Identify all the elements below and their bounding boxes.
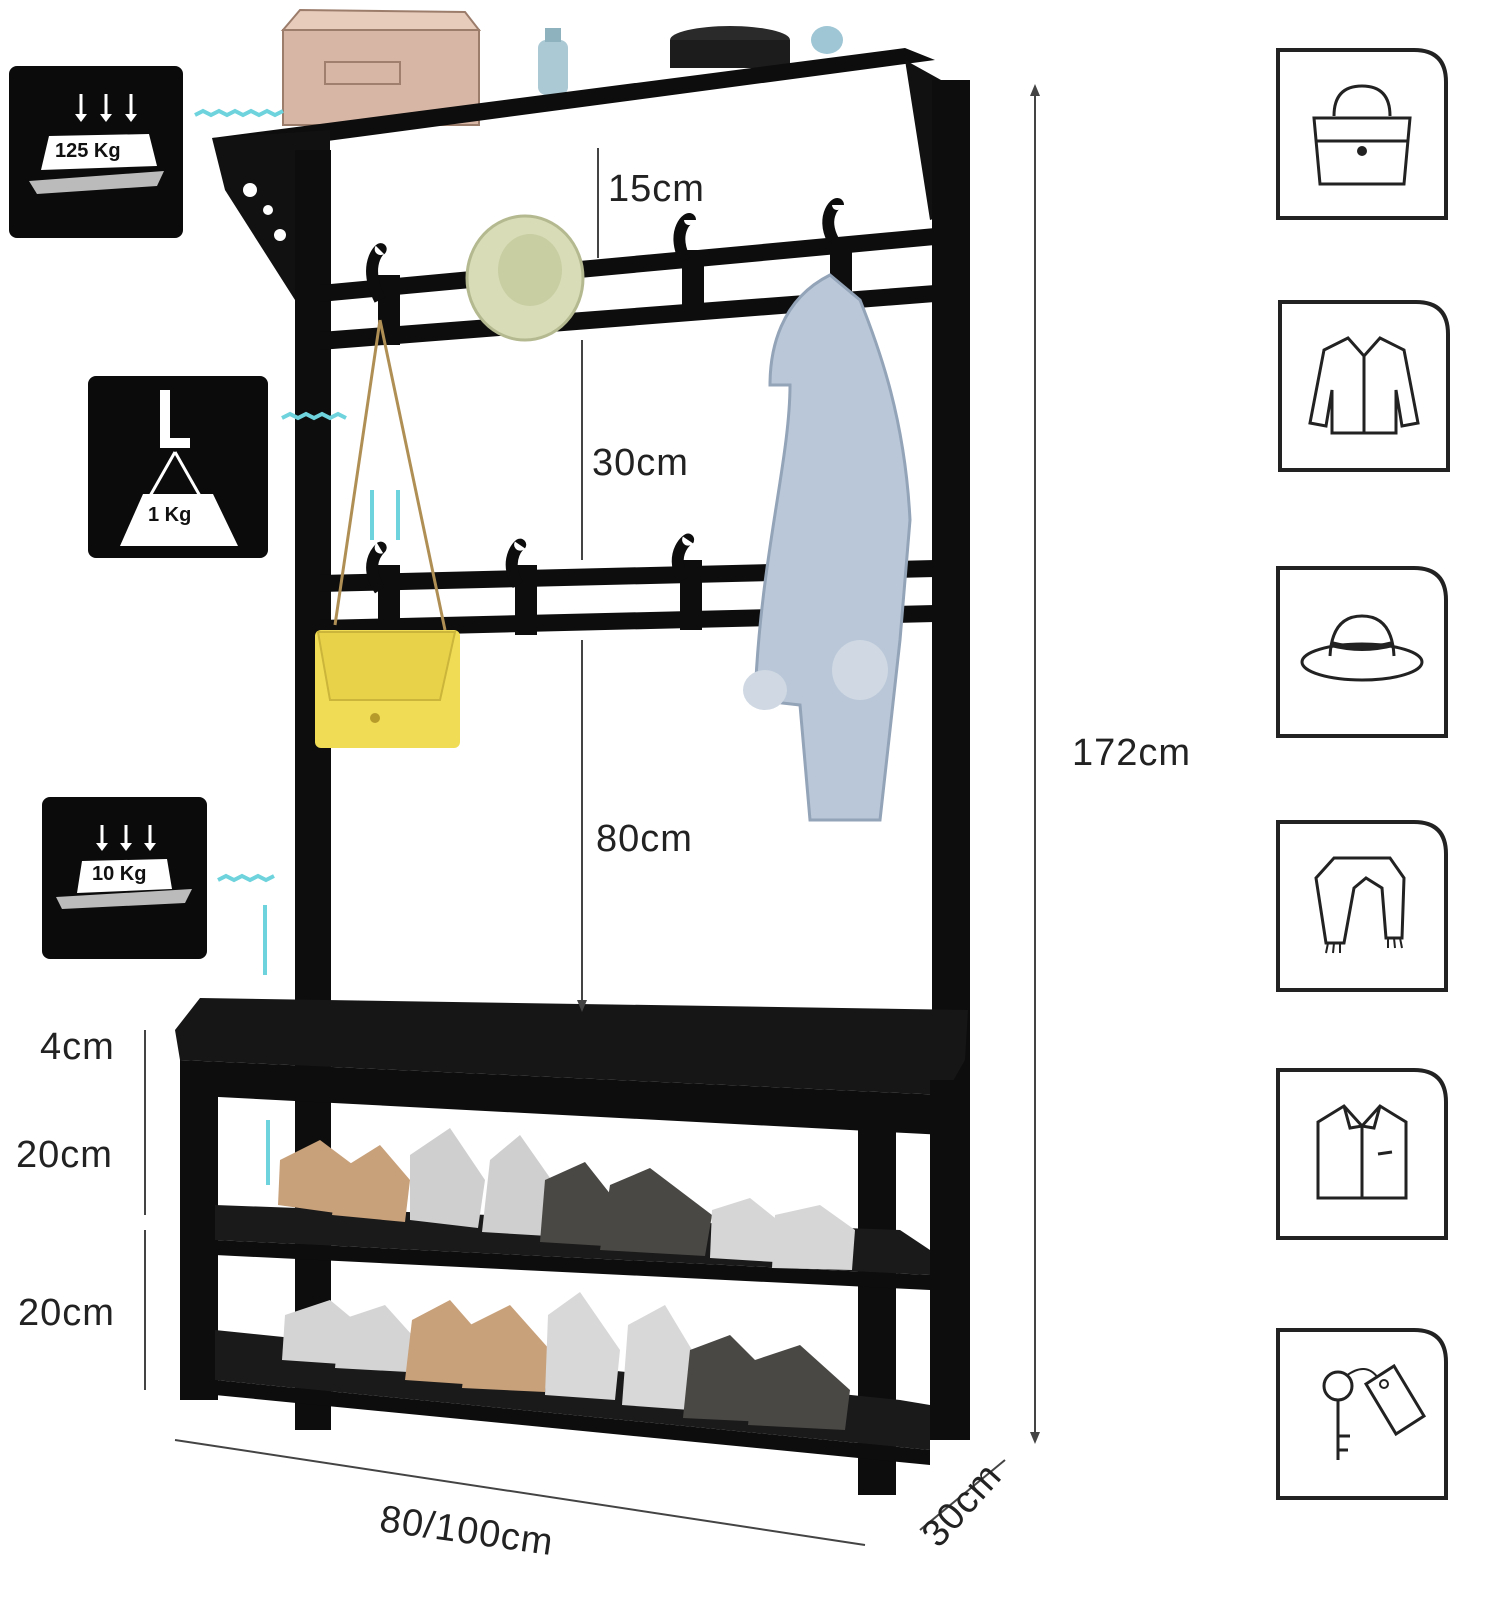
dim-top-gap: 15cm xyxy=(608,168,705,210)
dim-shelf-1: 20cm xyxy=(16,1134,113,1176)
load-badge-hook: 1 Kg xyxy=(88,376,268,558)
weight-icon xyxy=(29,94,164,194)
scarf-icon xyxy=(1276,820,1448,992)
load-badge-bench: 10 Kg xyxy=(42,797,207,959)
jacket-icon xyxy=(1278,300,1450,472)
weight-icon xyxy=(56,825,192,909)
shirt-icon xyxy=(1276,1068,1448,1240)
keys-icon xyxy=(1276,1328,1448,1500)
load-badge-top-shelf: 125 Kg xyxy=(9,66,183,238)
load-label-hook: 1 Kg xyxy=(148,504,192,526)
hat-icon xyxy=(1276,566,1448,738)
dim-total-height: 172cm xyxy=(1072,732,1192,774)
accent-markers xyxy=(194,108,400,1185)
dim-rail-to-bench: 80cm xyxy=(596,818,693,860)
load-label-top-shelf: 125 Kg xyxy=(55,140,121,162)
dim-shelf-2: 20cm xyxy=(18,1292,115,1334)
dim-cushion: 4cm xyxy=(40,1026,115,1068)
load-label-bench: 10 Kg xyxy=(92,863,147,885)
shelf-decor xyxy=(280,8,843,126)
handbag-illustration xyxy=(315,319,460,748)
coat-illustration xyxy=(743,273,912,822)
hanging-weight-icon xyxy=(120,390,238,546)
shoes-shelf-1 xyxy=(278,1128,855,1270)
shoes-shelf-2 xyxy=(282,1292,850,1430)
dimension-arrowheads xyxy=(577,84,1040,1444)
dimension-lines xyxy=(144,88,1036,1546)
dim-hook-gap: 30cm xyxy=(592,442,689,484)
hat-illustration xyxy=(465,214,585,342)
handbag-icon xyxy=(1276,48,1448,220)
